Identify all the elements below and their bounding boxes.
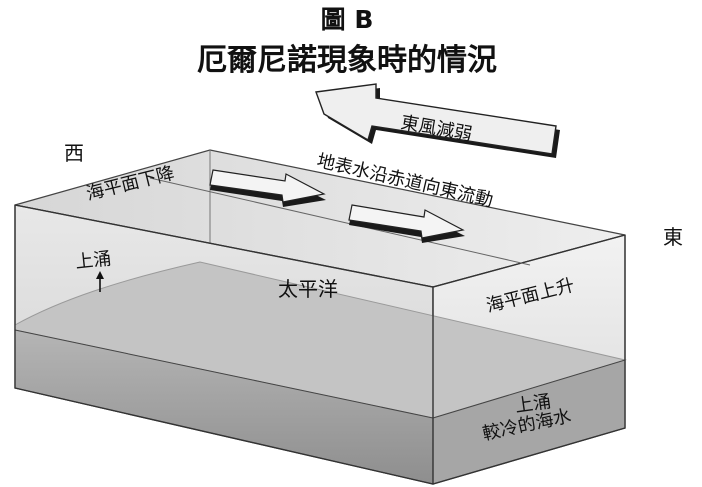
- surface-flow-arrow-2: [348, 204, 465, 243]
- equator-line: [149, 177, 531, 266]
- figure-title: 厄爾尼諾現象時的情況: [197, 43, 497, 78]
- upwelling-east-label: 上涌: [514, 391, 553, 417]
- upwelling-west-arrow: [96, 271, 104, 292]
- west-label: 西: [64, 141, 84, 165]
- east-label: 東: [663, 225, 683, 249]
- pacific-label: 太平洋: [278, 277, 338, 301]
- east-wind-arrow: [315, 83, 560, 158]
- figure-label: 圖 B: [321, 5, 374, 34]
- upwelling-west-label: 上涌: [74, 248, 112, 273]
- surface-flow-arrow-1: [209, 169, 326, 207]
- thermocline-surface: [14, 261, 627, 419]
